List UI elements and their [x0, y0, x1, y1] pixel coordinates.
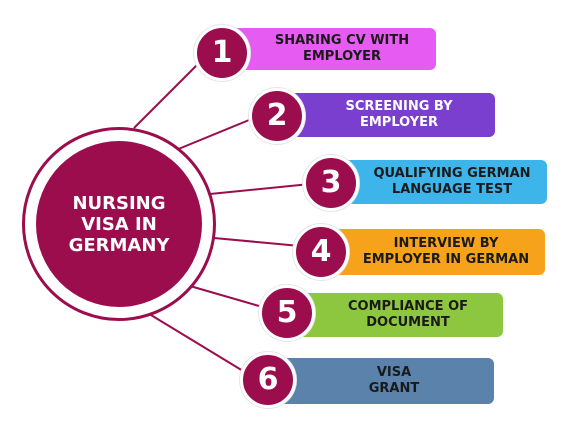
step-2-box: SCREENING BY EMPLOYER [279, 93, 495, 137]
step-4-box: INTERVIEW BY EMPLOYER IN GERMAN [323, 229, 545, 275]
hub-circle: NURSING VISA IN GERMANY [36, 141, 202, 307]
connector-line-2 [175, 117, 255, 151]
connector-line-3 [209, 183, 311, 195]
step-6-box: VISA GRANT [270, 358, 494, 404]
step-6: VISA GRANT 6 [240, 352, 498, 410]
step-2-badge: 2 [249, 88, 305, 144]
step-3-badge: 3 [303, 155, 359, 211]
step-2: SCREENING BY EMPLOYER 2 [249, 88, 499, 144]
step-5-label: COMPLIANCE OF DOCUMENT [348, 299, 468, 330]
step-2-label: SCREENING BY EMPLOYER [345, 99, 453, 130]
step-1-badge: 1 [194, 25, 250, 81]
step-5-number: 5 [276, 295, 298, 330]
connector-line-1 [133, 61, 201, 129]
hub-title: NURSING VISA IN GERMANY [68, 192, 170, 256]
step-6-number: 6 [257, 362, 279, 397]
step-4-number: 4 [310, 234, 332, 269]
step-5-box: COMPLIANCE OF DOCUMENT [289, 293, 503, 337]
connector-line-5 [189, 285, 267, 309]
step-1-box: SHARING CV WITH EMPLOYER [224, 28, 436, 70]
step-6-badge: 6 [240, 352, 296, 408]
step-3-box: QUALIFYING GERMAN LANGUAGE TEST [333, 160, 547, 204]
step-1-label: SHARING CV WITH EMPLOYER [274, 33, 410, 64]
step-4: INTERVIEW BY EMPLOYER IN GERMAN 4 [293, 224, 547, 280]
step-4-label: INTERVIEW BY EMPLOYER IN GERMAN [362, 236, 530, 267]
step-3: QUALIFYING GERMAN LANGUAGE TEST 3 [303, 155, 550, 213]
step-5: COMPLIANCE OF DOCUMENT 5 [259, 285, 507, 343]
step-2-number: 2 [266, 98, 288, 133]
step-3-label: QUALIFYING GERMAN LANGUAGE TEST [373, 166, 531, 197]
step-5-badge: 5 [259, 285, 315, 341]
step-4-badge: 4 [293, 224, 349, 280]
step-1: SHARING CV WITH EMPLOYER 1 [194, 25, 440, 81]
step-3-number: 3 [320, 165, 342, 200]
step-1-number: 1 [211, 35, 233, 70]
step-6-label: VISA GRANT [368, 365, 420, 396]
connector-line-6 [145, 311, 249, 375]
connector-line-4 [213, 237, 301, 247]
